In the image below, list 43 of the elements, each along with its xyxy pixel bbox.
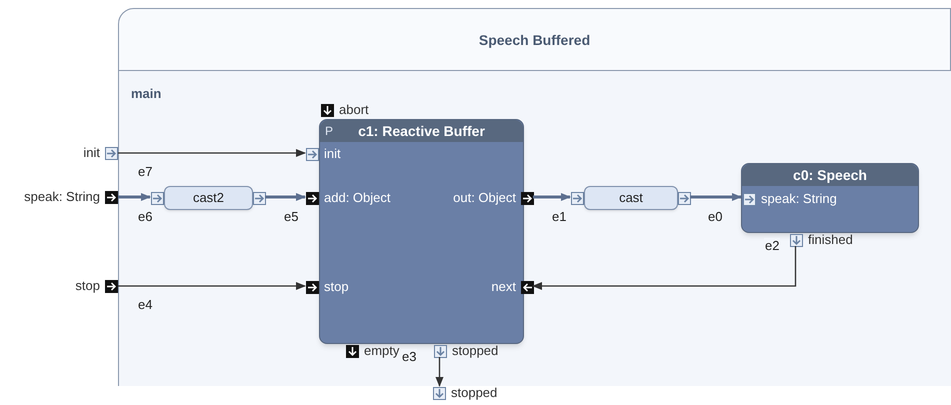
edge-label: e6 — [137, 209, 154, 224]
port-label: init — [83, 146, 100, 160]
composite-frame — [118, 8, 951, 386]
edge-label: e4 — [137, 297, 154, 312]
region-area — [119, 70, 951, 386]
connector-arrow — [533, 193, 571, 201]
filter-block — [151, 185, 266, 211]
filter-block — [571, 185, 691, 211]
filter-label: cast — [619, 189, 643, 208]
port-label: next — [491, 280, 516, 294]
component-box — [741, 163, 919, 233]
connector-arrow — [532, 246, 796, 290]
port-label: stopped — [452, 344, 498, 358]
connector-arrow — [118, 193, 151, 201]
port-label: init — [324, 147, 341, 161]
component-title: c0: Speech — [793, 166, 867, 185]
port-label: empty — [364, 344, 400, 358]
port-label: stop — [75, 279, 100, 293]
edge-label: e1 — [551, 209, 568, 224]
filter-label: cast2 — [192, 189, 224, 208]
component-box — [319, 119, 524, 344]
edge-label: e5 — [283, 209, 300, 224]
component-prefix: P — [325, 123, 334, 140]
edge-label: e3 — [401, 349, 418, 364]
port-label: speak: String — [761, 192, 837, 206]
connector-arrow — [436, 357, 444, 387]
component-title: c1: Reactive Buffer — [358, 122, 485, 140]
connector-arrow — [265, 193, 306, 201]
port-label: out: Object — [453, 191, 516, 205]
region-label: main — [131, 86, 162, 101]
port-label: abort — [339, 103, 369, 117]
edge-label: e7 — [137, 164, 154, 179]
port-label: add: Object — [324, 191, 390, 205]
connector-arrow — [690, 193, 742, 201]
composite-title: Speech Buffered — [478, 30, 590, 50]
edge-label: e0 — [707, 209, 724, 224]
connector-arrow — [118, 149, 306, 157]
connector-arrow — [118, 282, 306, 290]
port-label: speak: String — [24, 190, 100, 204]
port-label: stopped — [451, 386, 498, 400]
edge-label: e2 — [764, 238, 780, 253]
port-label: stop — [324, 280, 349, 294]
port-label: finished — [808, 233, 853, 247]
